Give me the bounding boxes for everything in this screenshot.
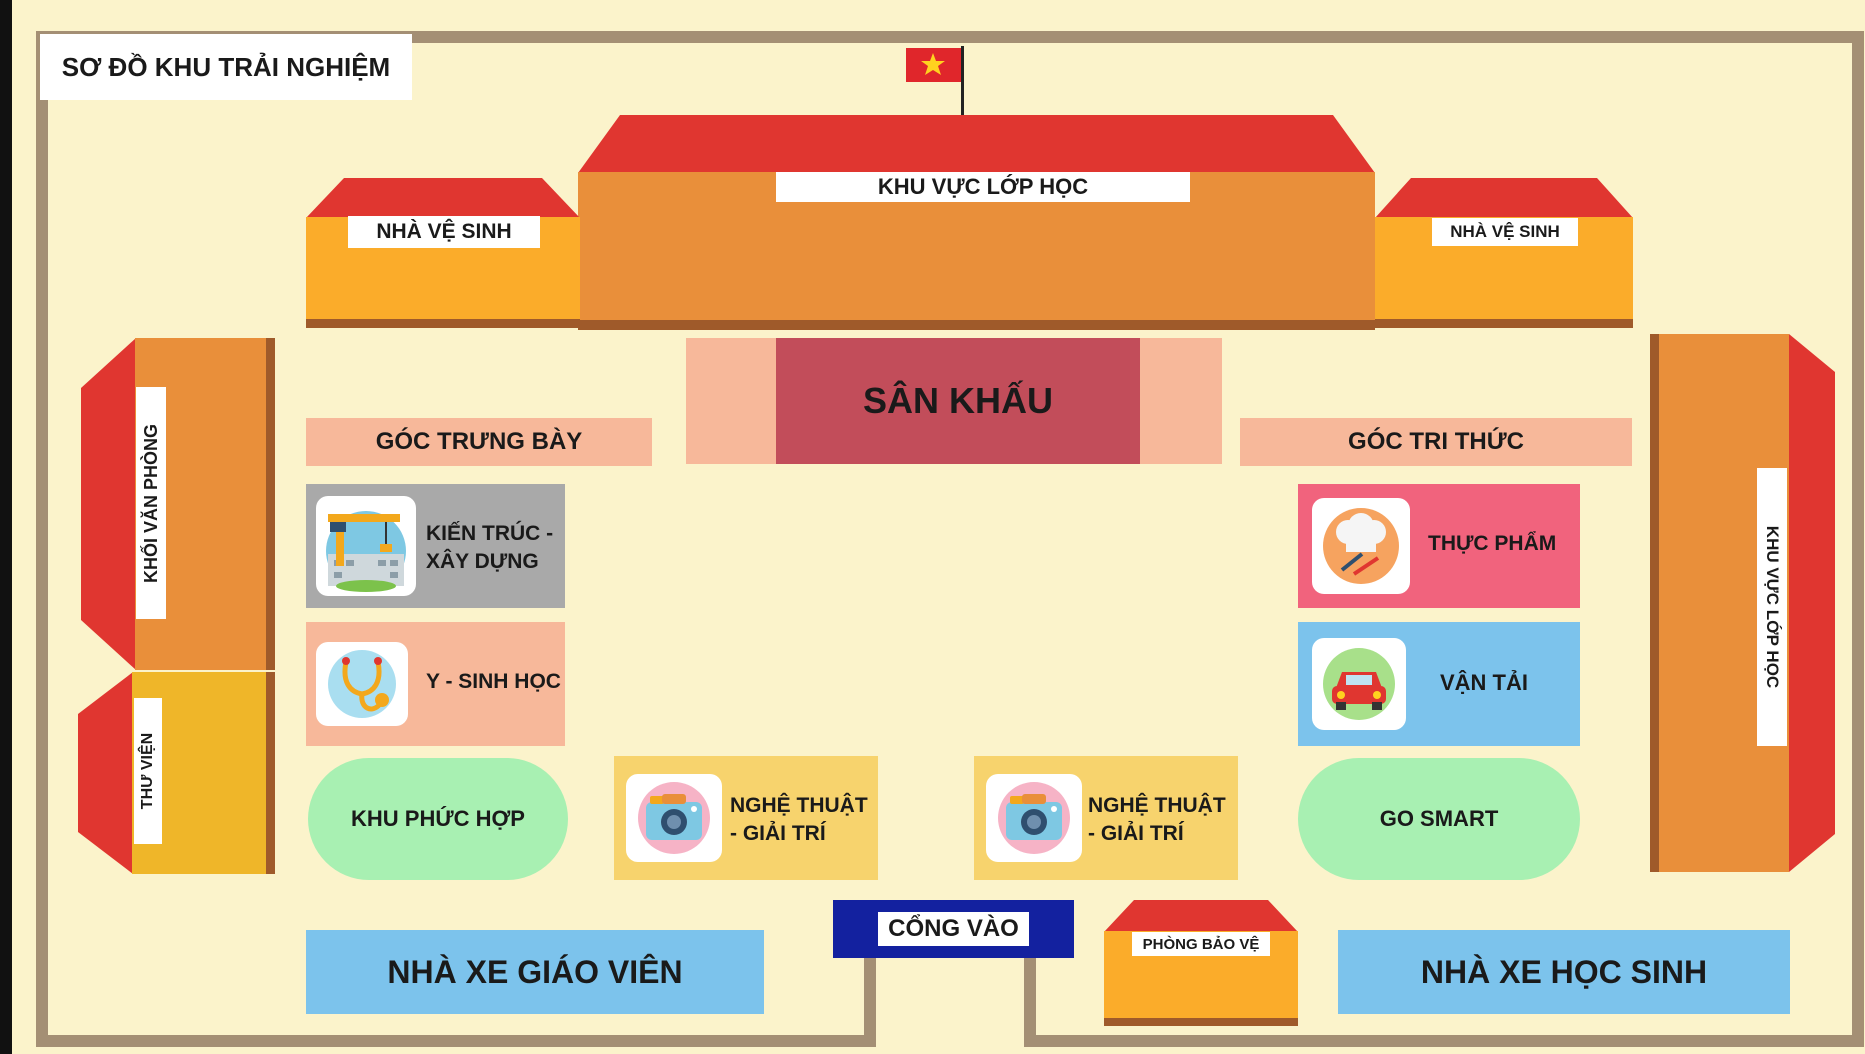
chef-hat-icon [1312, 498, 1410, 594]
classroom-right-base [1650, 334, 1659, 872]
architecture-zone-label-line1: KIẾN TRÚC - [426, 522, 554, 545]
art-zone-left-label-line1: NGHỆ THUẬT [730, 794, 868, 817]
complex-zone-label: KHU PHỨC HỢP [351, 806, 525, 831]
teacher-parking-label: NHÀ XE GIÁO VIÊN [387, 953, 683, 990]
main-classroom-base [578, 320, 1375, 330]
guard-room-base [1104, 1018, 1298, 1026]
teacher-parking: NHÀ XE GIÁO VIÊN [306, 930, 764, 1014]
biomedical-zone: Y - SINH HỌC [306, 622, 565, 746]
wall-left [36, 31, 48, 1045]
transport-zone: VẬN TẢI [1298, 622, 1580, 746]
restroom-left-roof [306, 178, 580, 218]
camera-icon [626, 774, 722, 862]
architecture-zone-label-line2: XÂY DỰNG [426, 550, 539, 573]
entrance-gate-label: CỔNG VÀO [878, 912, 1029, 946]
restroom-right-base [1375, 319, 1633, 328]
restroom-left-base [306, 319, 580, 328]
office-block-roof [81, 338, 136, 670]
stage-label: SÂN KHẤU [862, 380, 1053, 421]
student-parking: NHÀ XE HỌC SINH [1338, 930, 1790, 1014]
entrance-gate: CỔNG VÀO [833, 900, 1074, 958]
gate-wall-left [864, 950, 876, 1047]
food-zone-label: THỰC PHẨM [1428, 532, 1557, 555]
biomedical-zone-label: Y - SINH HỌC [426, 670, 561, 693]
restroom-right-roof [1375, 178, 1633, 218]
crane-icon [316, 496, 416, 596]
guard-room-label: PHÒNG BẢO VỆ [1132, 932, 1270, 956]
guard-room-roof [1104, 900, 1298, 932]
classroom-right-label: KHU VỰC LỚP HỌC [1757, 468, 1787, 746]
art-zone-right-label-line1: NGHỆ THUẬT [1088, 794, 1226, 817]
classroom-right-roof [1789, 334, 1835, 872]
wall-bottom-left [36, 1035, 876, 1047]
go-smart-zone: GO SMART [1298, 758, 1580, 880]
restroom-left-label: NHÀ VỆ SINH [348, 216, 540, 248]
restroom-right-label: NHÀ VỆ SINH [1432, 218, 1578, 246]
flag-icon [906, 46, 964, 118]
art-zone-left-label-line2: - GIẢI TRÍ [730, 822, 826, 845]
student-parking-label: NHÀ XE HỌC SINH [1420, 953, 1708, 990]
knowledge-corner: GÓC TRI THỨC [1240, 418, 1632, 466]
library-label: THƯ VIỆN [134, 698, 162, 844]
art-zone-left: NGHỆ THUẬT - GIẢI TRÍ [614, 756, 878, 880]
car-icon [1312, 638, 1406, 730]
stethoscope-icon [316, 642, 408, 726]
art-zone-left-label: NGHỆ THUẬT - GIẢI TRÍ [730, 792, 868, 848]
diagram-title: SƠ ĐỒ KHU TRẢI NGHIỆM [40, 34, 412, 100]
art-zone-right-label-line2: - GIẢI TRÍ [1088, 822, 1184, 845]
display-corner-label: GÓC TRƯNG BÀY [375, 428, 583, 455]
library-roof [78, 672, 133, 874]
complex-zone: KHU PHỨC HỢP [308, 758, 568, 880]
office-block-base [266, 338, 275, 670]
main-classroom-roof [578, 115, 1375, 173]
office-block-label: KHỐI VĂN PHÒNG [136, 387, 166, 619]
go-smart-zone-label: GO SMART [1379, 806, 1499, 831]
transport-zone-label: VẬN TẢI [1440, 670, 1528, 695]
food-zone: THỰC PHẨM [1298, 484, 1580, 608]
wall-right [1852, 31, 1864, 1045]
display-corner: GÓC TRƯNG BÀY [306, 418, 652, 466]
art-zone-right: NGHỆ THUẬT - GIẢI TRÍ [974, 756, 1238, 880]
architecture-zone-label: KIẾN TRÚC - XÂY DỰNG [426, 520, 553, 576]
gate-wall-right [1024, 950, 1036, 1047]
wall-bottom-right [1024, 1035, 1864, 1047]
left-edge-bar [0, 0, 12, 1054]
architecture-zone: KIẾN TRÚC - XÂY DỰNG [306, 484, 565, 608]
art-zone-right-label: NGHỆ THUẬT - GIẢI TRÍ [1088, 792, 1226, 848]
main-classroom-label: KHU VỰC LỚP HỌC [776, 172, 1190, 202]
library-base [266, 672, 275, 874]
camera-icon [986, 774, 1082, 862]
wall-top [36, 31, 1864, 43]
stage: SÂN KHẤU [776, 338, 1140, 464]
knowledge-corner-label: GÓC TRI THỨC [1348, 428, 1524, 455]
